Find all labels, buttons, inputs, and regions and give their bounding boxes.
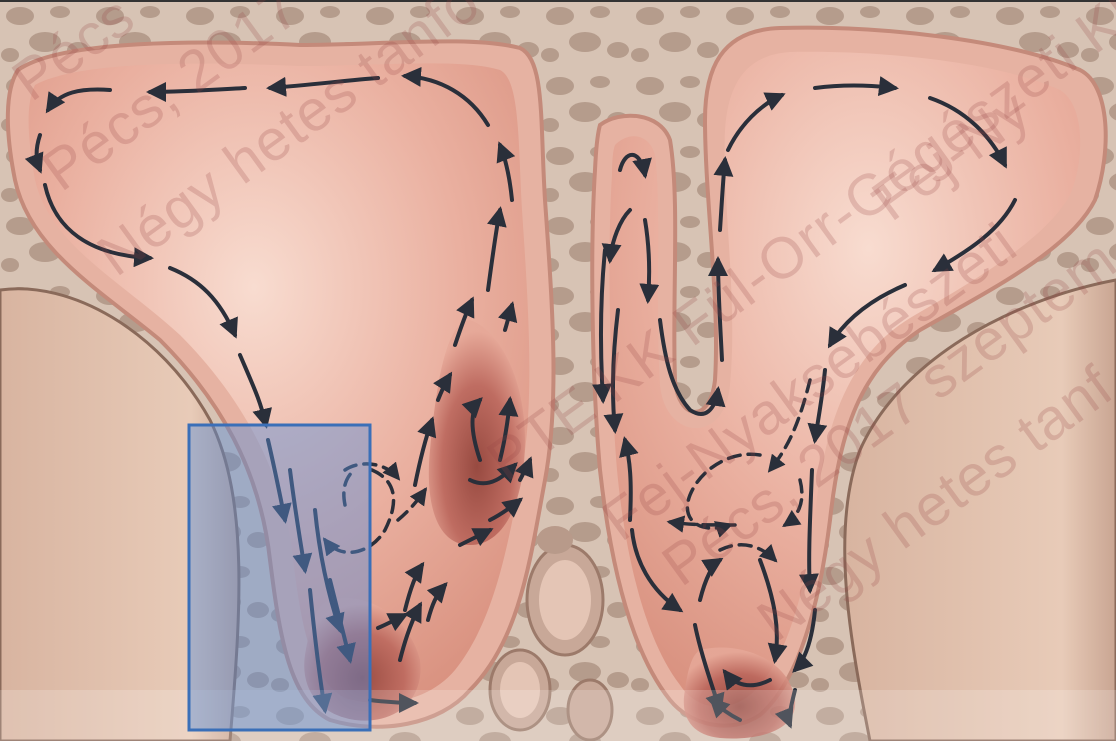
bone-island [539,560,591,640]
bottom-overlay-band [0,690,1116,741]
bone-island [537,526,573,554]
highlight-box [189,425,370,730]
